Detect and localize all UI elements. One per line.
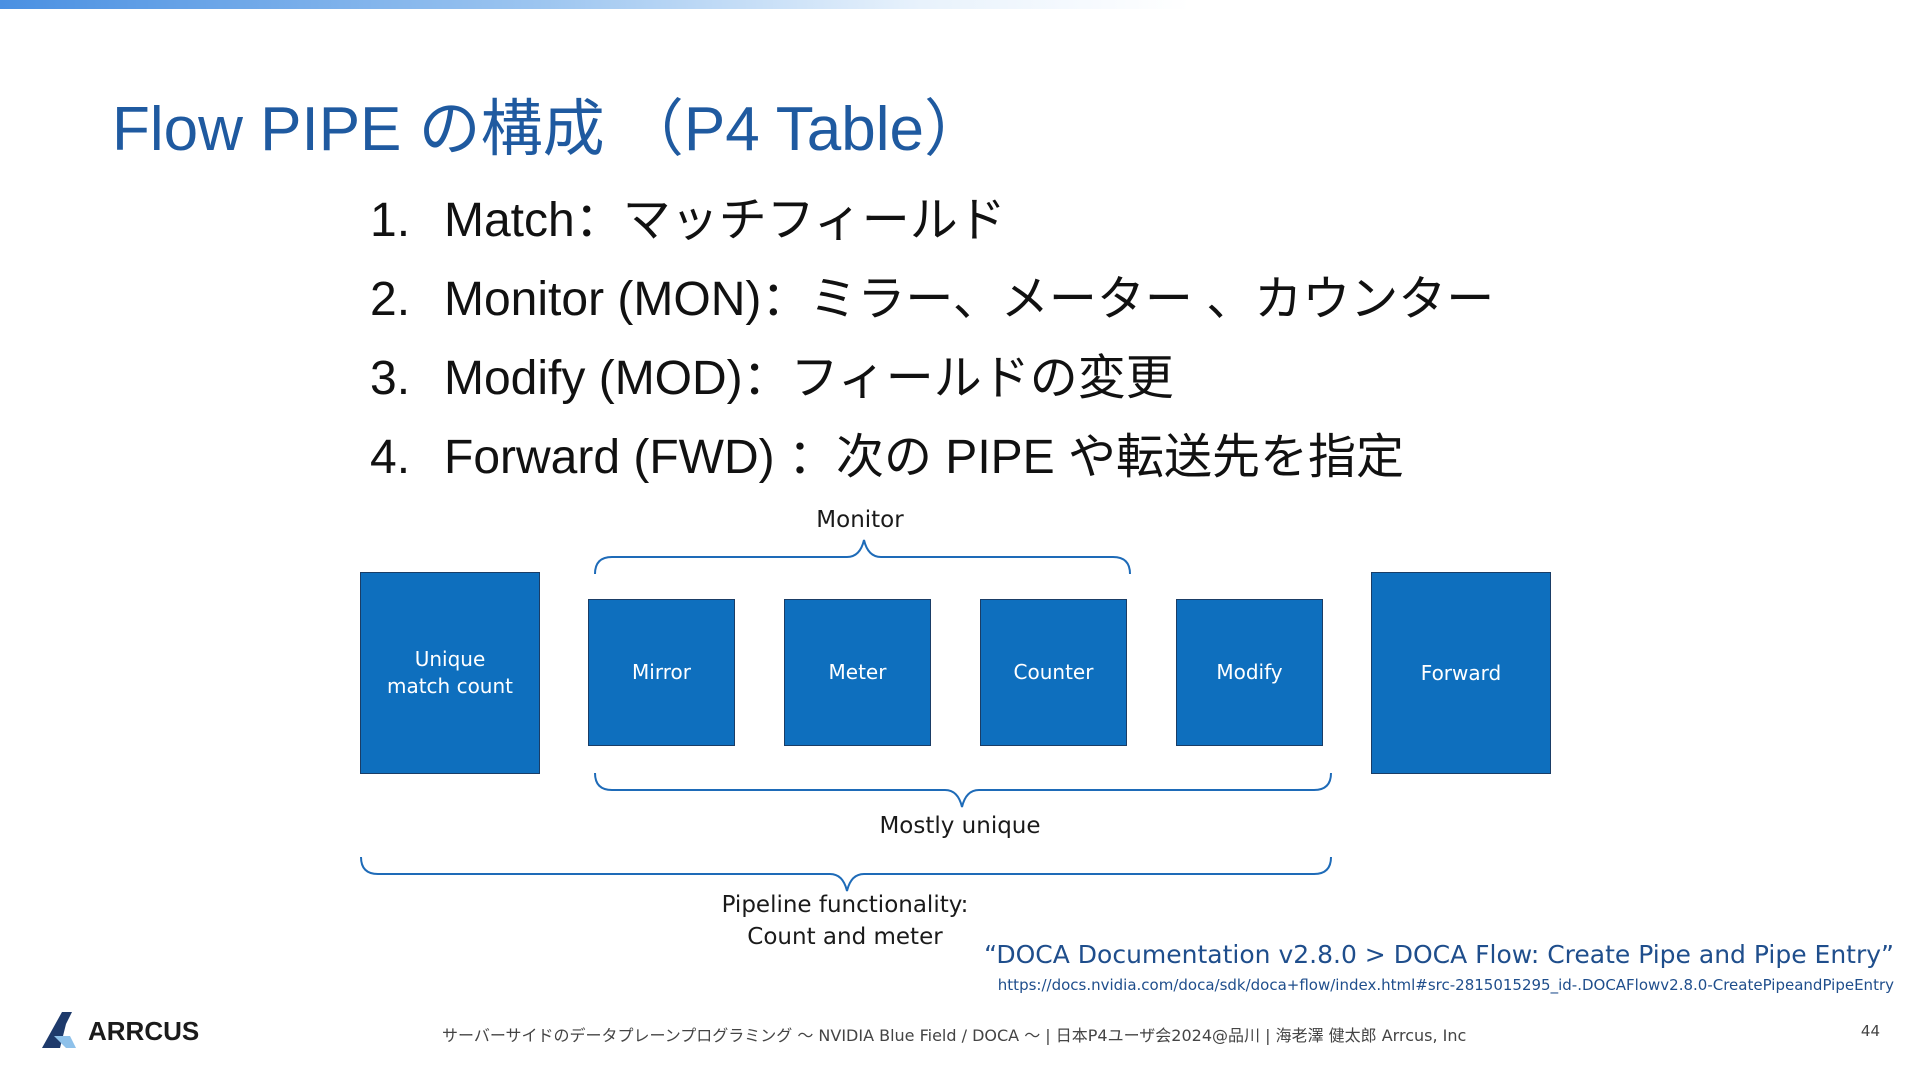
monitor-label: Monitor: [816, 507, 904, 533]
citation-title: “DOCA Documentation v2.8.0 > DOCA Flow: …: [984, 940, 1894, 969]
meter-label: Meter: [828, 660, 887, 684]
mostly-unique-label: Mostly unique: [879, 813, 1041, 839]
arrcus-logo: ARRCUS: [42, 1012, 199, 1048]
mostly-unique-bracket: [594, 772, 1332, 808]
page-number: 44: [1860, 1022, 1880, 1040]
logo-mark-icon: [42, 1012, 72, 1048]
forward-box: Forward: [1371, 572, 1551, 774]
list-item-number: 2.: [370, 273, 411, 326]
list-item-text: Monitor (MON)：ミラー、メーター 、カウンター: [444, 273, 1495, 326]
list-item-text: Modify (MOD)：フィールドの変更: [444, 352, 1174, 405]
unique-match-count-label: Unique match count: [386, 647, 514, 698]
list-item-number: 1.: [370, 194, 411, 247]
mirror-label: Mirror: [632, 660, 691, 684]
top-accent-bar: [0, 0, 1920, 9]
counter-box: Counter: [980, 599, 1127, 746]
modify-box: Modify: [1176, 599, 1323, 746]
list-item-text: Match：マッチフィールド: [444, 194, 1006, 247]
citation-url[interactable]: https://docs.nvidia.com/doca/sdk/doca+fl…: [997, 976, 1894, 994]
footer-text: サーバーサイドのデータプレーンプログラミング 〜 NVIDIA Blue Fie…: [442, 1026, 1467, 1045]
pipeline-label-line1: Pipeline functionality:: [721, 892, 969, 918]
monitor-bracket: [594, 539, 1131, 575]
meter-box: Meter: [784, 599, 931, 746]
list-item-text: Forward (FWD) ：次の PIPE や転送先を指定: [444, 431, 1405, 484]
pipeline-label-line2: Count and meter: [747, 924, 943, 950]
forward-label: Forward: [1420, 660, 1502, 685]
logo-text: ARRCUS: [88, 1016, 199, 1046]
counter-label: Counter: [1013, 660, 1094, 684]
modify-label: Modify: [1216, 660, 1283, 684]
slide-title: Flow PIPE の構成 （P4 Table）: [112, 95, 987, 164]
list-item-number: 3.: [370, 352, 411, 405]
list-item-number: 4.: [370, 431, 411, 484]
unique-match-count-box: Unique match count: [360, 572, 540, 774]
mirror-box: Mirror: [588, 599, 735, 746]
pipeline-bracket: [360, 856, 1332, 892]
